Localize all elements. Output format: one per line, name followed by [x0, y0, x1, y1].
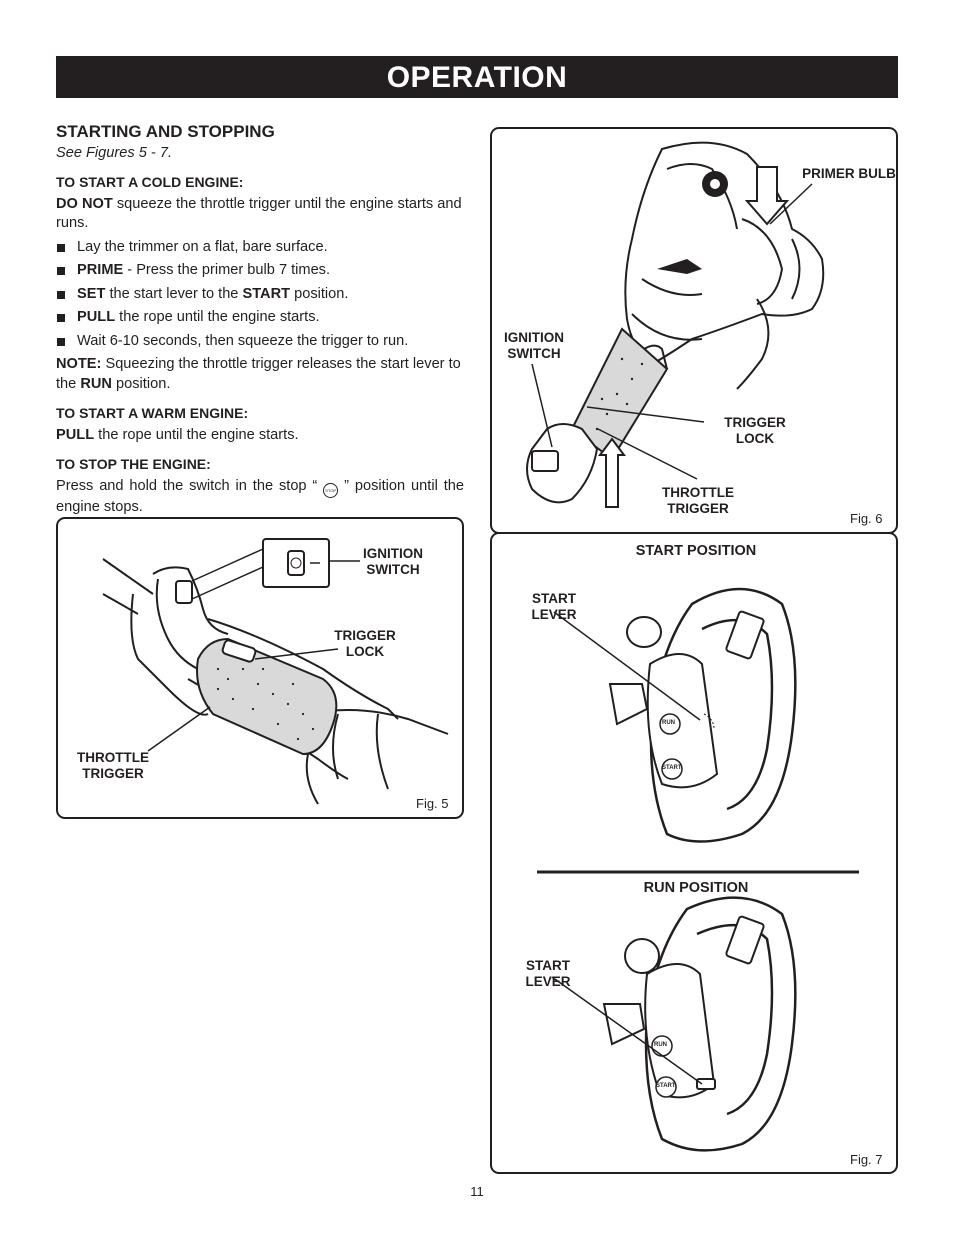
- run-position-start-mark: START: [656, 1083, 676, 1089]
- figure-5: IGNITION SWITCH TRIGGER LOCK THROTTLE TR…: [56, 517, 464, 819]
- start-position-start-mark: START: [662, 765, 682, 771]
- start-lever-illustrations: [537, 587, 859, 1152]
- start-position-lever-label: START LEVER: [531, 591, 577, 622]
- section-banner: OPERATION: [56, 56, 898, 98]
- list-item: PRIME - Press the primer bulb 7 times.: [56, 261, 464, 281]
- warm-start-text: PULL the rope until the engine starts.: [56, 426, 299, 443]
- start-position-run-mark: RUN: [662, 720, 675, 726]
- cold-start-steps: Lay the trimmer on a flat, bare surface.…: [56, 238, 464, 352]
- fig6-label-primer-bulb: PRIMER BULB: [802, 166, 896, 181]
- cold-start-heading: TO START A COLD ENGINE:: [56, 174, 244, 190]
- warm-start-heading: TO START A WARM ENGINE:: [56, 405, 249, 421]
- page-number: 11: [470, 1184, 484, 1199]
- list-item: PULL the rope until the engine starts.: [56, 308, 464, 328]
- page-title: OPERATION: [386, 61, 568, 94]
- fig5-label-ignition-switch: IGNITION SWITCH: [363, 546, 423, 577]
- figure-reference: See Figures 5 - 7.: [56, 144, 172, 161]
- fig6-label-trigger-lock: TRIGGER LOCK: [724, 415, 786, 446]
- cold-start-note: NOTE: Squeezing the throttle trigger rel…: [56, 356, 461, 392]
- stop-icon: STOP: [323, 482, 339, 498]
- run-position-run-mark: RUN: [654, 1042, 667, 1048]
- figure-6-number: Fig. 6: [850, 511, 883, 526]
- stop-engine-heading: TO STOP THE ENGINE:: [56, 456, 211, 472]
- fig6-label-ignition-switch: IGNITION SWITCH: [504, 330, 564, 361]
- figure-6: PRIMER BULB IGNITION SWITCH TRIGGER LOCK…: [490, 127, 898, 534]
- trimmer-handle-illustration: [102, 538, 449, 805]
- section-title: STARTING AND STOPPING: [56, 122, 275, 141]
- figure-7: START POSITION RUN POSITION: [490, 532, 898, 1174]
- figure-5-number: Fig. 5: [416, 796, 449, 811]
- trimmer-engine-illustration: [526, 141, 825, 508]
- ignition-switch-shape: [175, 580, 193, 604]
- cold-start-intro: DO NOT squeeze the throttle trigger unti…: [56, 195, 462, 232]
- instructions-column: STARTING AND STOPPING See Figures 5 - 7.…: [56, 122, 464, 521]
- down-arrow-icon: [744, 166, 790, 226]
- figure-7-number: Fig. 7: [850, 1152, 883, 1167]
- fig5-label-trigger-lock: TRIGGER LOCK: [334, 628, 396, 659]
- start-position-heading: START POSITION: [635, 543, 757, 559]
- run-position-lever-label: START LEVER: [525, 958, 571, 989]
- list-item: SET the start lever to the START positio…: [56, 285, 464, 305]
- start-position-housing: [553, 587, 797, 843]
- trigger-lock-shape: [221, 639, 257, 663]
- up-arrow-icon: [598, 437, 626, 508]
- fig6-label-throttle-trigger: THROTTLE TRIGGER: [662, 485, 734, 516]
- run-position-housing: [551, 896, 797, 1152]
- run-position-heading: RUN POSITION: [643, 880, 749, 896]
- grip-texture: [216, 667, 315, 741]
- list-item: Wait 6-10 seconds, then squeeze the trig…: [56, 332, 464, 352]
- fig5-label-throttle-trigger: THROTTLE TRIGGER: [77, 750, 149, 781]
- stop-engine-text: Press and hold the switch in the stop “ …: [56, 477, 464, 515]
- list-item: Lay the trimmer on a flat, bare surface.: [56, 238, 464, 258]
